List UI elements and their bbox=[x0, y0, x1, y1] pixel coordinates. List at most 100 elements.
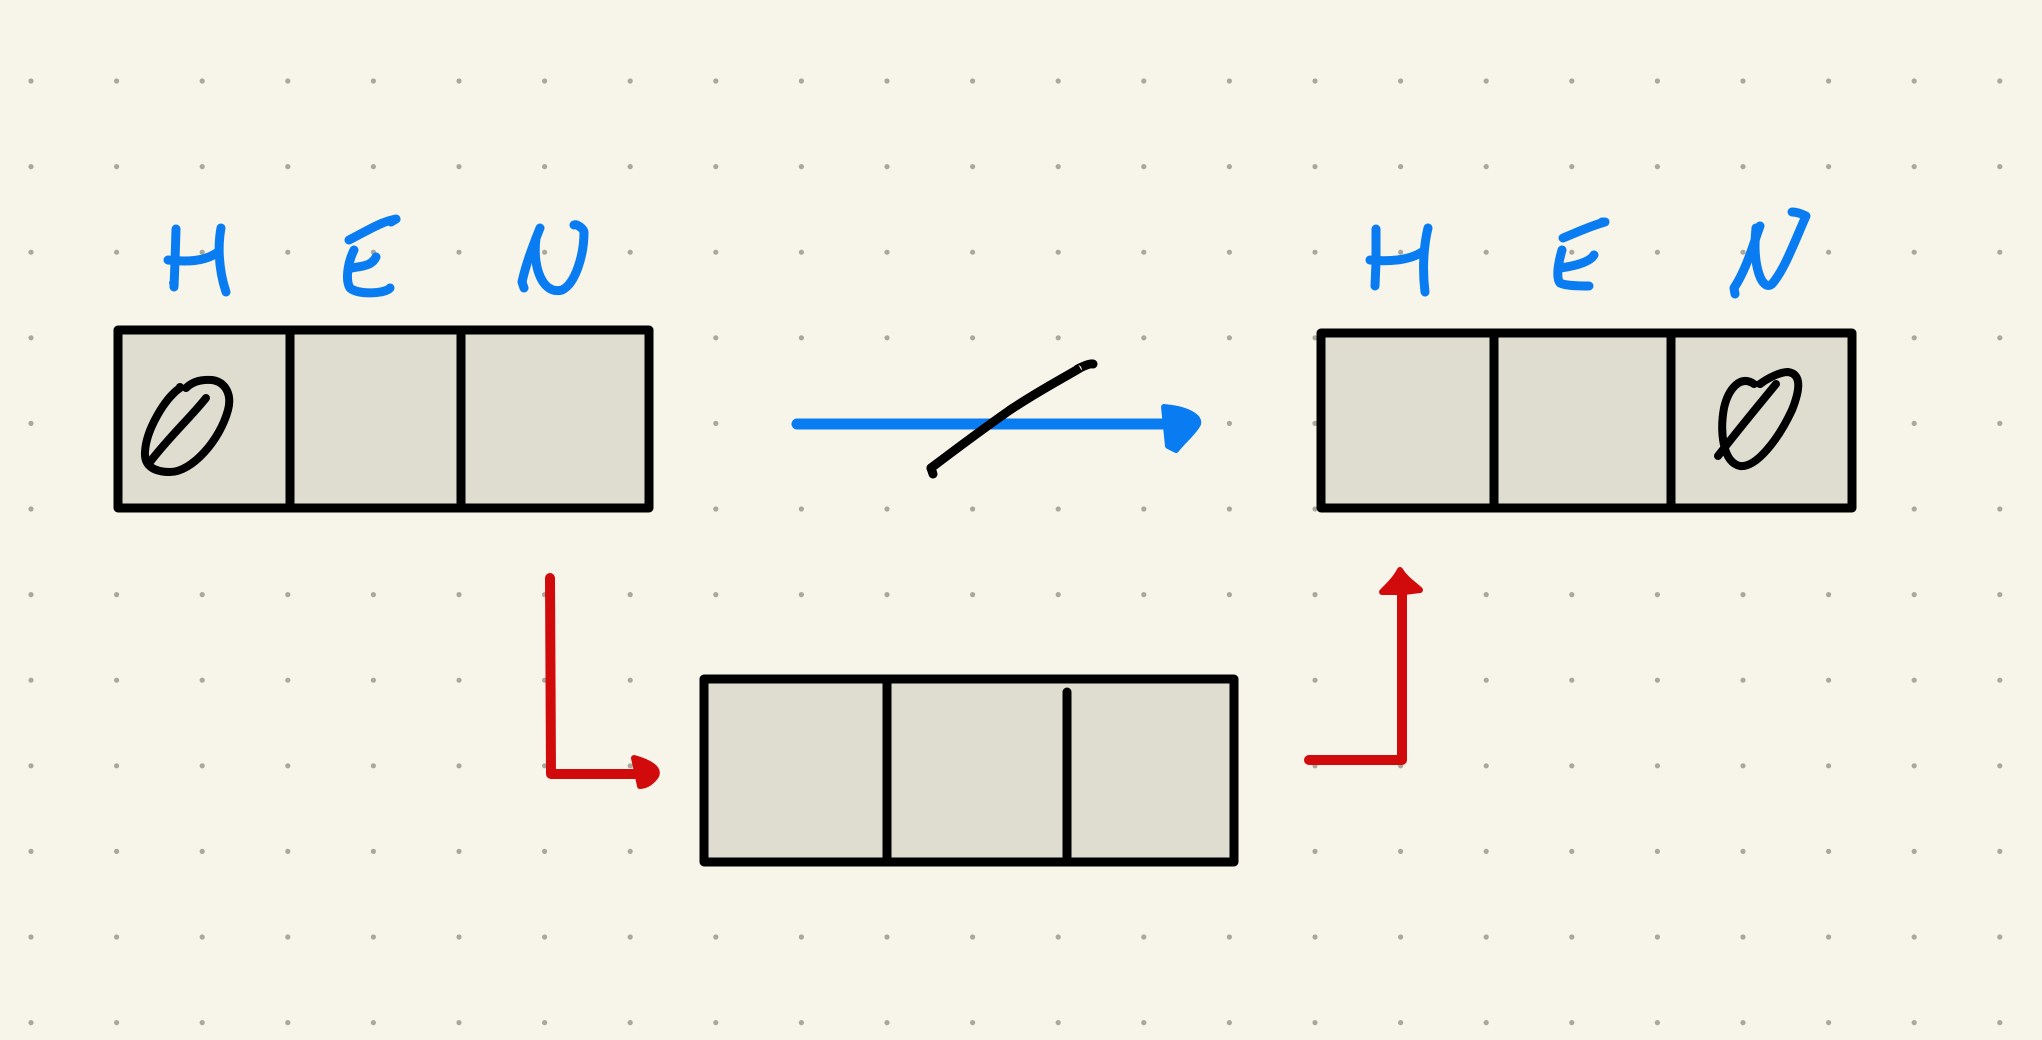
grid-dot bbox=[1141, 335, 1147, 341]
grid-dot bbox=[199, 592, 205, 598]
right-array-group bbox=[1316, 207, 1857, 513]
grid-dot bbox=[1569, 1020, 1575, 1026]
middle-array-frame bbox=[699, 674, 1239, 867]
grid-dot bbox=[1398, 249, 1404, 255]
grid-dot bbox=[285, 164, 291, 170]
grid-dot bbox=[114, 763, 120, 769]
grid-dot bbox=[1055, 1020, 1061, 1026]
grid-dot bbox=[28, 934, 34, 940]
grid-dot bbox=[542, 848, 548, 855]
grid-dot bbox=[1826, 848, 1832, 855]
grid-dot bbox=[798, 592, 805, 598]
grid-dot bbox=[1997, 763, 2003, 769]
grid-dot bbox=[1911, 848, 1917, 855]
grid-dot bbox=[370, 848, 376, 855]
grid-dot bbox=[1997, 848, 2003, 855]
dot-grid bbox=[28, 78, 2003, 1026]
grid-dot bbox=[713, 506, 719, 512]
grid-dot bbox=[1654, 164, 1660, 170]
right-label-e bbox=[1553, 217, 1610, 291]
grid-dot bbox=[1569, 677, 1575, 683]
grid-dot bbox=[713, 934, 719, 940]
grid-dot bbox=[798, 249, 805, 255]
grid-dot bbox=[28, 592, 34, 598]
grid-dot bbox=[1226, 934, 1232, 940]
grid-dot bbox=[1740, 934, 1746, 940]
grid-dot bbox=[884, 335, 890, 341]
right-array bbox=[1316, 328, 1857, 513]
grid-dot bbox=[627, 249, 633, 255]
grid-dot bbox=[1654, 1020, 1660, 1026]
grid-dot bbox=[370, 763, 376, 769]
grid-dot bbox=[970, 335, 976, 341]
grid-dot bbox=[370, 592, 376, 598]
grid-dot bbox=[285, 249, 291, 255]
grid-dot bbox=[1398, 164, 1404, 170]
grid-dot bbox=[1226, 335, 1232, 341]
grid-dot bbox=[1483, 677, 1489, 683]
grid-dot bbox=[1055, 506, 1061, 512]
grid-dot bbox=[542, 249, 548, 255]
grid-dot bbox=[28, 506, 34, 512]
grid-dot bbox=[1826, 78, 1832, 84]
grid-dot bbox=[1312, 1020, 1318, 1026]
grid-dot bbox=[456, 78, 462, 84]
right-label-h bbox=[1365, 223, 1433, 297]
grid-dot bbox=[1226, 78, 1232, 84]
grid-dot bbox=[1654, 848, 1660, 855]
grid-dot bbox=[28, 249, 34, 255]
grid-dot bbox=[1911, 934, 1917, 940]
grid-dot bbox=[199, 934, 205, 940]
grid-dot bbox=[1055, 249, 1061, 255]
down-right-arrow bbox=[545, 573, 660, 789]
strike-through-icon bbox=[926, 359, 1098, 473]
left-array-frame bbox=[113, 325, 654, 513]
grid-dot bbox=[114, 592, 120, 598]
grid-dot bbox=[1740, 78, 1746, 84]
grid-dot bbox=[1997, 506, 2003, 512]
grid-dot bbox=[798, 78, 805, 84]
grid-dot bbox=[456, 164, 462, 170]
grid-dot bbox=[285, 78, 291, 84]
grid-dot bbox=[199, 1020, 205, 1026]
grid-dot bbox=[798, 934, 805, 940]
grid-dot bbox=[970, 506, 976, 512]
grid-dot bbox=[1141, 1020, 1147, 1026]
top-arrow-head bbox=[1161, 404, 1202, 453]
grid-dot bbox=[114, 249, 120, 255]
grid-dot bbox=[285, 763, 291, 769]
grid-dot bbox=[1826, 164, 1832, 170]
grid-dot bbox=[1826, 934, 1832, 940]
grid-dot bbox=[1826, 592, 1832, 598]
grid-dot bbox=[1312, 420, 1318, 426]
grid-dot bbox=[114, 848, 120, 855]
grid-dot bbox=[1654, 763, 1660, 769]
grid-dot bbox=[28, 677, 34, 683]
grid-dot bbox=[713, 1020, 719, 1026]
grid-dot bbox=[884, 78, 890, 84]
grid-dot bbox=[114, 934, 120, 940]
grid-dot bbox=[1312, 335, 1318, 341]
grid-dot bbox=[1654, 78, 1660, 84]
grid-dot bbox=[970, 1020, 976, 1026]
left-array-labels bbox=[163, 214, 589, 298]
grid-dot bbox=[456, 934, 462, 940]
grid-dot bbox=[1141, 934, 1147, 940]
grid-dot bbox=[199, 78, 205, 84]
grid-dot bbox=[627, 78, 633, 84]
grid-dot bbox=[713, 335, 719, 341]
grid-dot bbox=[370, 1020, 376, 1026]
grid-dot bbox=[1997, 249, 2003, 255]
grid-dot bbox=[970, 78, 976, 84]
grid-dot bbox=[1911, 677, 1917, 683]
grid-dot bbox=[456, 592, 462, 598]
grid-dot bbox=[370, 934, 376, 940]
grid-dot bbox=[199, 763, 205, 769]
grid-dot bbox=[370, 164, 376, 170]
grid-dot bbox=[1740, 164, 1746, 170]
grid-dot bbox=[456, 848, 462, 855]
grid-dot bbox=[456, 249, 462, 255]
grid-dot bbox=[970, 934, 976, 940]
grid-dot bbox=[1997, 1020, 2003, 1026]
